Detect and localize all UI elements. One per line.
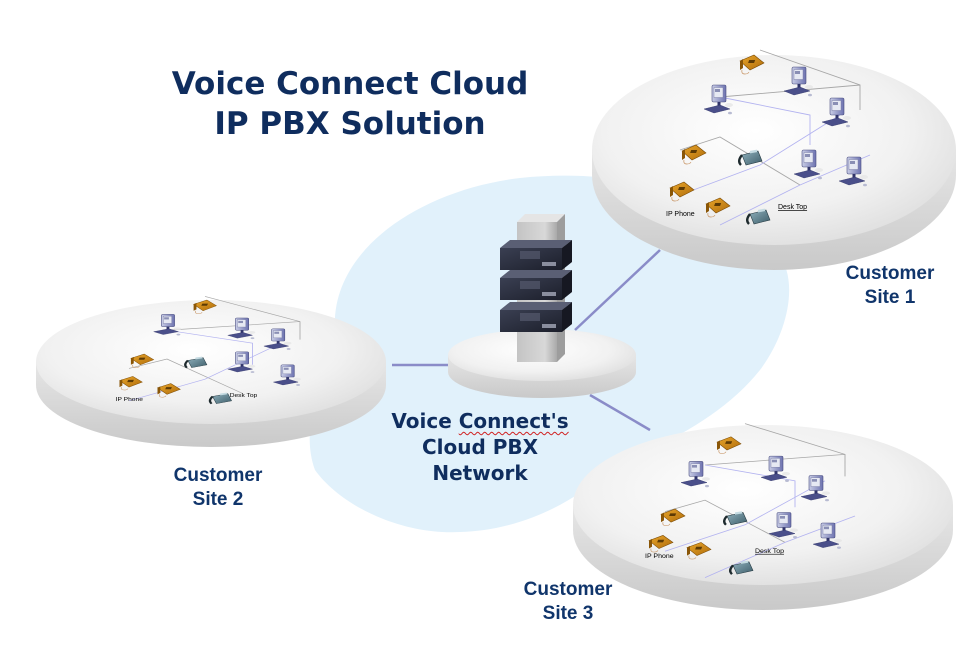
site1-label: Customer Site 1 bbox=[820, 262, 958, 310]
title-line-2: IP PBX Solution bbox=[214, 106, 486, 142]
server-unit-icon bbox=[500, 240, 572, 270]
lan-wiring bbox=[128, 296, 301, 402]
cloud-label-word: Voice bbox=[391, 409, 459, 433]
site1-lan: IP Phone Desk Top bbox=[666, 49, 871, 226]
site2-label-line1: Customer bbox=[173, 465, 263, 486]
link-hub-site1 bbox=[574, 249, 661, 331]
link-hub-site3 bbox=[589, 393, 651, 432]
cloud-label-line-3: Network bbox=[432, 461, 528, 485]
diagram-title: Voice Connect Cloud IP PBX Solution bbox=[150, 64, 550, 144]
site3-label-line2: Site 3 bbox=[542, 603, 594, 624]
site2-label-line2: Site 2 bbox=[192, 489, 244, 510]
desktop-label: Desk Top bbox=[778, 204, 807, 211]
spellcheck-word: Connect's bbox=[458, 409, 569, 433]
site3-label-line1: Customer bbox=[523, 579, 613, 600]
ip-phone-label: IP Phone bbox=[116, 397, 144, 402]
desktop-label: Desk Top bbox=[755, 548, 784, 555]
title-line-1: Voice Connect Cloud bbox=[171, 66, 529, 102]
lan-wiring bbox=[679, 49, 871, 226]
site3-lan: IP Phone Desk Top bbox=[645, 423, 856, 578]
server-unit-icon bbox=[500, 302, 572, 332]
site1-label-line2: Site 1 bbox=[864, 287, 916, 308]
site1-label-line1: Customer bbox=[845, 263, 935, 284]
site2-platform bbox=[36, 300, 386, 447]
ip-phone-label: IP Phone bbox=[645, 554, 674, 561]
ip-phone-label: IP Phone bbox=[666, 211, 695, 218]
site1-platform bbox=[592, 55, 956, 270]
cloud-label-line-2: Cloud PBX bbox=[421, 435, 539, 459]
pbx-server-stack bbox=[500, 214, 572, 362]
desktop-label: Desk Top bbox=[230, 394, 258, 399]
cloud-label-line-1: Voice Connect's bbox=[370, 408, 590, 434]
server-unit-icon bbox=[500, 270, 572, 300]
site2-lan: IP Phone Desk Top bbox=[116, 296, 302, 405]
site3-label: Customer Site 3 bbox=[498, 578, 638, 626]
site3-platform bbox=[573, 425, 953, 610]
cloud-network-label: Voice Connect's Cloud PBX Network bbox=[370, 408, 590, 486]
site2-label: Customer Site 2 bbox=[148, 464, 288, 512]
